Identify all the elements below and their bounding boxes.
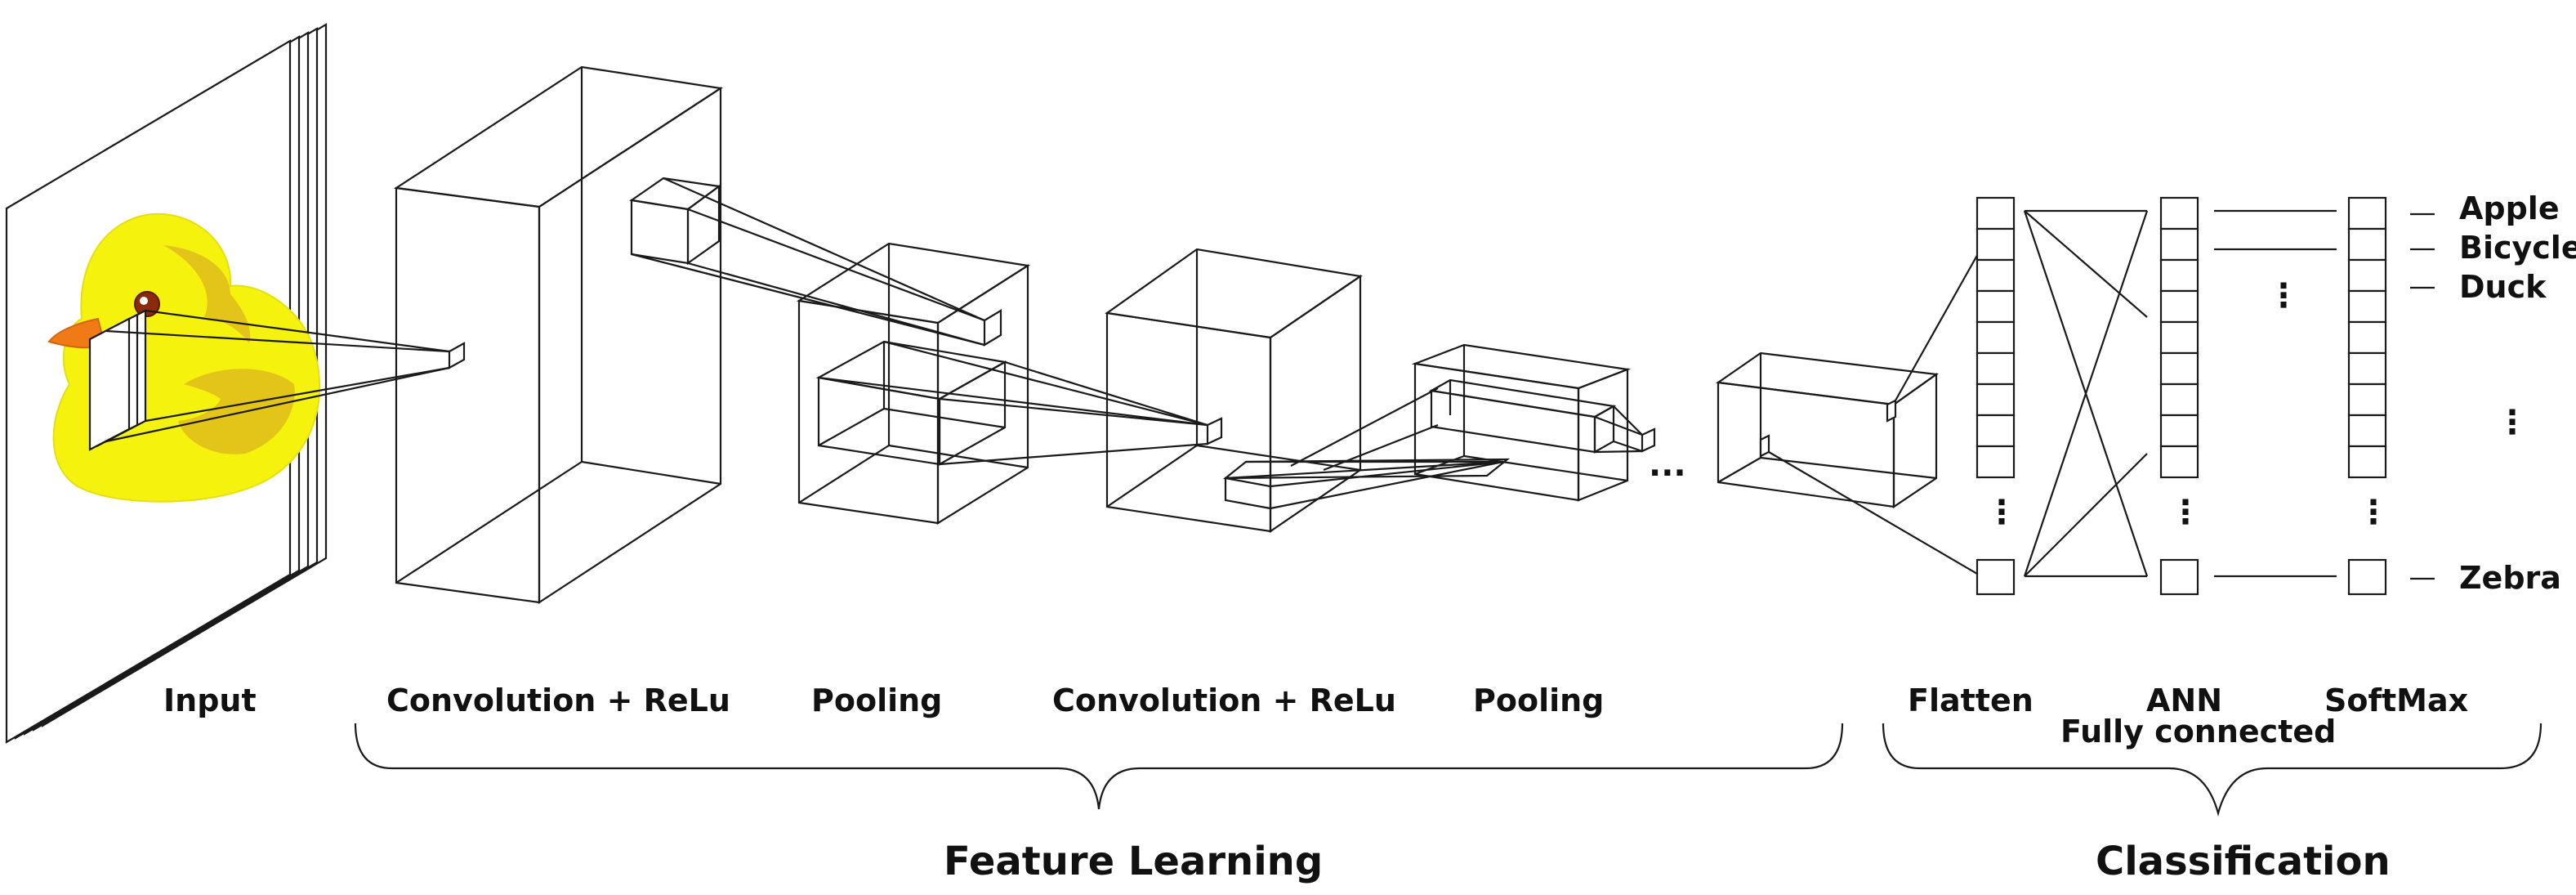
duck-icon [47,213,321,503]
classification-brace [1882,723,2543,817]
svg-text:⋮: ⋮ [2357,494,2390,531]
class-label-duck: Duck [2459,269,2547,305]
label-ann: ANN [2146,682,2222,718]
svg-text:⋮: ⋮ [1985,494,2018,531]
conv1-to-pool1-lines [631,177,1002,347]
group-feature-learning: Feature Learning [944,839,1323,884]
svg-text:⋮: ⋮ [2496,404,2529,441]
svg-text:⋮: ⋮ [2169,494,2202,531]
pool1-to-conv2-lines [818,340,1223,466]
pool1-volume [796,242,1031,525]
label-pool2: Pooling [1473,682,1604,718]
softmax-column: ⋮ [2347,196,2390,596]
group-classification: Classification [2096,839,2391,884]
conv1-volume [393,65,724,605]
label-conv1: Convolution + ReLu [386,682,730,718]
class-output-ticks [2410,213,2435,580]
label-flatten: Flatten [1908,682,2034,718]
class-label-bicycle: Bicycle [2459,230,2576,266]
label-softmax: SoftMax [2324,682,2468,718]
label-conv2: Convolution + ReLu [1052,682,1396,718]
conv2-to-pool2-lines [1225,387,1504,510]
flatten-column: ⋮ [1976,196,2018,596]
pool2-to-next-lines [1594,405,1656,454]
conv2-volume [1105,248,1511,534]
final-feature-volume [1716,351,1939,509]
svg-text:⋮: ⋮ [2267,277,2300,315]
label-pool1: Pooling [811,682,942,718]
layers-ellipsis: ... [1649,446,1686,484]
class-label-apple: Apple [2459,190,2560,226]
label-input: Input [163,682,257,718]
class-label-zebra: Zebra [2459,560,2561,596]
label-ann-sub: Fully connected [2060,714,2336,750]
ann-column: ⋮ [2159,196,2202,596]
dense-connections: ⋮ ⋮ [2023,209,2529,578]
flatten-connection-lines [1768,218,1998,575]
feature-learning-brace [354,723,1844,810]
input-to-conv1-lines [105,309,466,443]
